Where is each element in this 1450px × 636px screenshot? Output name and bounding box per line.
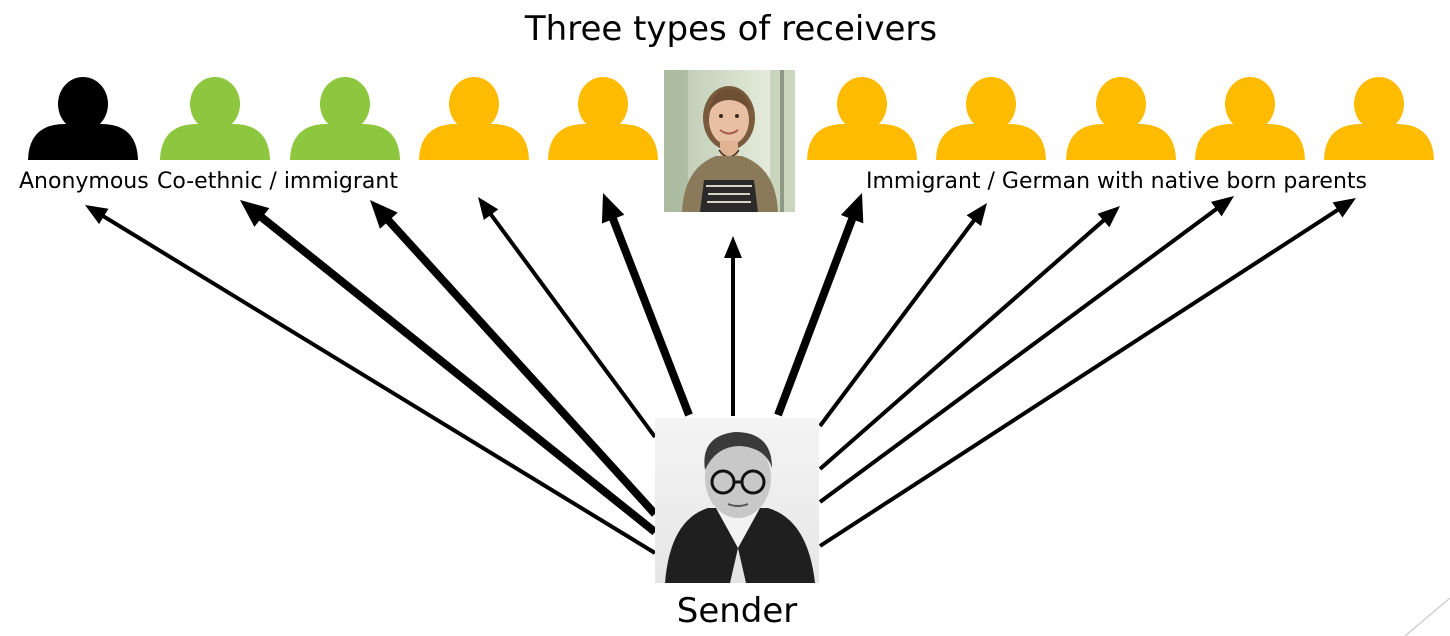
arrow [818,206,1120,471]
person-silhouette-icon [936,77,1046,160]
person-silhouette-icon [1066,77,1176,160]
label-coethnic: Co-ethnic / immigrant [157,169,398,194]
person-silhouette-icon [1324,77,1434,160]
arrow [240,200,658,536]
person-silhouette-icon [807,77,917,160]
page-title: Three types of receivers [524,9,937,49]
person-silhouette-icon [419,77,529,160]
label-anonymous: Anonymous [19,169,149,194]
arrow [818,196,1234,504]
sender-photo [655,418,819,583]
arrow [774,193,864,417]
person-silhouette-icon [1195,77,1305,160]
label-native: Immigrant / German with native born pare… [866,169,1367,194]
person-silhouette-icon [160,77,270,160]
person-silhouette-icon [548,77,658,160]
receivers-layer [28,77,1434,160]
corner-decoration [1404,597,1450,636]
arrow [370,200,658,517]
receiver-photo [664,70,795,212]
arrow [724,236,742,416]
arrow [818,203,987,428]
arrow [478,197,657,439]
sender-label: Sender [677,591,798,631]
arrow [601,193,693,417]
arrows-layer [85,193,1356,555]
person-silhouette-icon [290,77,400,160]
arrow [85,205,657,555]
person-silhouette-icon [28,77,138,160]
arrow [818,198,1356,548]
